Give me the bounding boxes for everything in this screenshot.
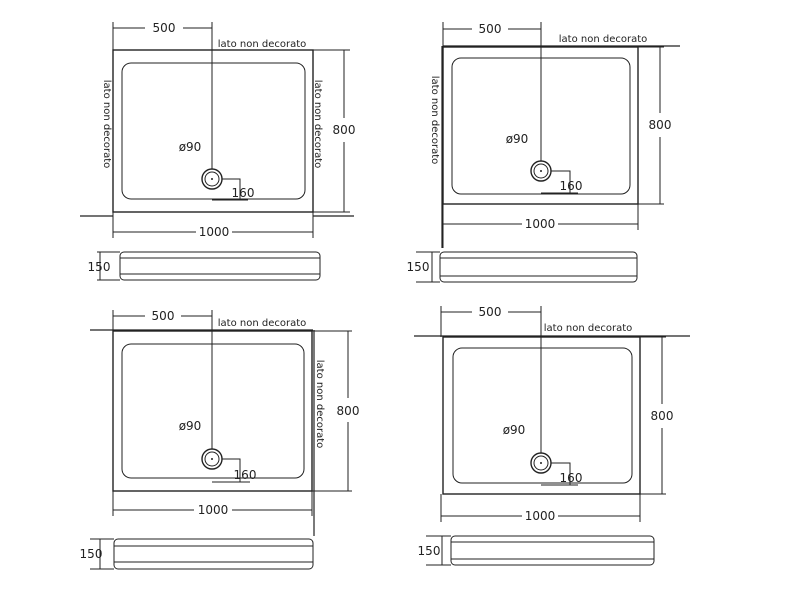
height-label: 150 (80, 547, 103, 561)
drain-diameter-label: ø90 (503, 423, 526, 437)
non-decorated-side-label: lato non decorato (101, 80, 112, 169)
non-decorated-side-label: lato non decorato (544, 323, 633, 334)
tray-profile (119, 251, 321, 281)
depth-label: 800 (649, 118, 672, 132)
width-label: 1000 (525, 509, 556, 523)
non-decorated-side-label: lato non decorato (429, 76, 440, 165)
variant-bottom-right: 500 160 ø90 1000 800 lato non decorato 1… (414, 305, 690, 566)
drain-offset-label: 160 (560, 471, 583, 485)
half-width-label: 500 (153, 21, 176, 35)
width-label: 1000 (199, 225, 230, 239)
variant-bottom-left: 500 160 ø90 1000 800 lato non decorato l… (80, 309, 360, 570)
depth-label: 800 (651, 409, 674, 423)
non-decorated-side-label: lato non decorato (218, 39, 307, 50)
variant-top-left: 500 160 ø90 1000 800 lato non decorato l… (80, 21, 356, 281)
height-label: 150 (407, 260, 430, 274)
non-decorated-side-label: lato non decorato (312, 80, 323, 169)
drain-inner (533, 163, 549, 179)
drain-center (211, 458, 213, 460)
tray-profile (450, 535, 655, 566)
depth-label: 800 (333, 123, 356, 137)
half-width-label: 500 (479, 22, 502, 36)
non-decorated-side-label: lato non decorato (218, 318, 307, 329)
half-width-label: 500 (479, 305, 502, 319)
half-width-label: 500 (152, 309, 175, 323)
height-label: 150 (418, 544, 441, 558)
drain-center (540, 462, 542, 464)
drain-diameter-label: ø90 (179, 419, 202, 433)
drain-inner (204, 171, 220, 187)
drain-center (211, 178, 213, 180)
non-decorated-side-label: lato non decorato (559, 34, 648, 45)
drain-inner (533, 455, 549, 471)
depth-label: 800 (337, 404, 360, 418)
drain-offset-label: 160 (232, 186, 255, 200)
drain-diameter-label: ø90 (179, 140, 202, 154)
width-label: 1000 (198, 503, 229, 517)
tray-outline (112, 49, 314, 213)
tray-basin (121, 62, 306, 200)
drain-diameter-label: ø90 (506, 132, 529, 146)
tray-basin (452, 347, 633, 484)
height-label: 150 (88, 260, 111, 274)
tray-basin (121, 343, 305, 479)
drain-center (540, 170, 542, 172)
tray-profile (439, 251, 638, 283)
variant-top-right: 500 160 ø90 1000 800 lato non decorato l… (407, 22, 680, 283)
drain-offset-label: 160 (560, 179, 583, 193)
non-decorated-side-label: lato non decorato (314, 360, 325, 449)
drain-offset-label: 160 (234, 468, 257, 482)
width-label: 1000 (525, 217, 556, 231)
drain-inner (204, 451, 220, 467)
tray-profile (113, 538, 314, 570)
